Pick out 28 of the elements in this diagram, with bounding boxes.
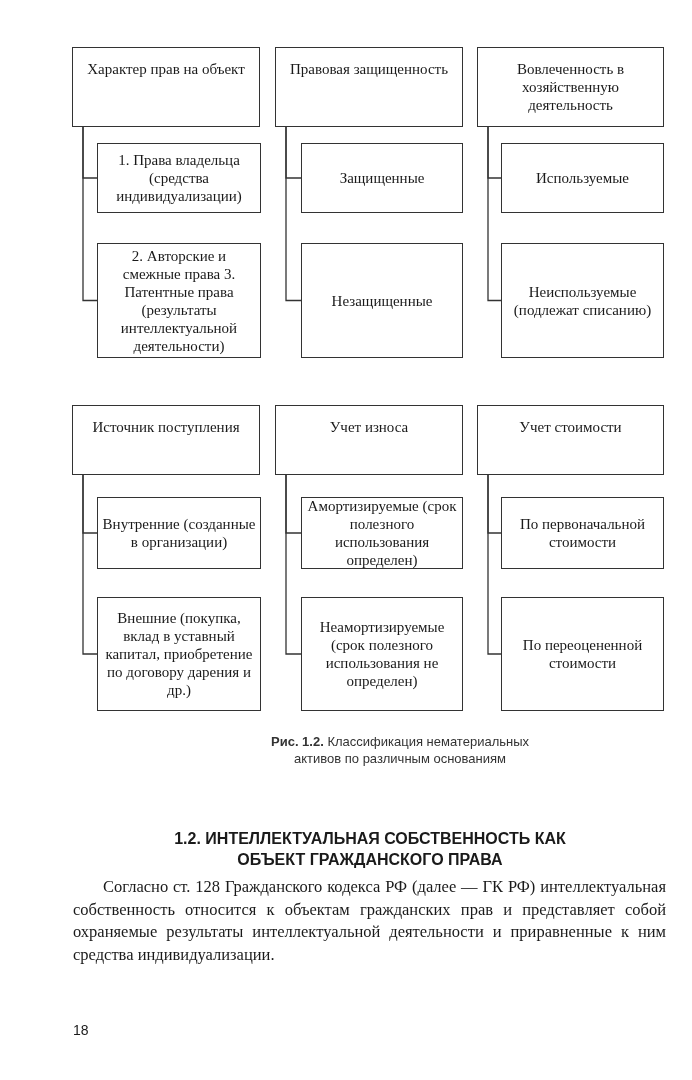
category-box: Источник поступления bbox=[72, 405, 260, 475]
subcategory-box: Внешние (покупка, вклад в уставный капитал, приобретение по договору дарения и др.) bbox=[97, 597, 261, 711]
section-heading: 1.2. ИНТЕЛЛЕКТУАЛЬНАЯ СОБСТВЕННОСТЬ КАК ОБЪЕКТ ГРАЖДАНСКОГО ПРАВА bbox=[173, 829, 567, 870]
subcategory-box: По переоцененной стоимости bbox=[501, 597, 664, 711]
figure-caption: Рис. 1.2. Классификация нематериальных активов по различным основаниям bbox=[270, 733, 530, 767]
connector-line bbox=[285, 126, 302, 302]
subcategory-box: По первоначальной стоимости bbox=[501, 497, 664, 569]
subcategory-box: Внутренние (созданные в организации) bbox=[97, 497, 261, 569]
category-box: Учет износа bbox=[275, 405, 463, 475]
connector-line bbox=[82, 126, 98, 302]
body-paragraph: Согласно ст. 128 Гражданского кодекса РФ (далее — ГК РФ) интеллектуальная собственность относится к объектам гражданских прав и представляет собой охраняемые результаты интеллектуальной деятельности и приравненные к ним средства индивидуализации. bbox=[73, 876, 666, 966]
category-box: Учет стоимости bbox=[477, 405, 664, 475]
subcategory-box: Неамортизируемые (срок полезного использования не определен) bbox=[301, 597, 463, 711]
page-number: 18 bbox=[73, 1021, 89, 1040]
category-box: Характер прав на объект bbox=[72, 47, 260, 127]
subcategory-box: Амортизируемые (срок полезного использования определен) bbox=[301, 497, 463, 569]
subcategory-box: Незащищенные bbox=[301, 243, 463, 358]
connector-line bbox=[82, 474, 98, 655]
subcategory-box: 1. Права владельца (средства индивидуализации) bbox=[97, 143, 261, 213]
subcategory-box: Неиспользуемые (подлежат списанию) bbox=[501, 243, 664, 358]
category-box: Правовая защищенность bbox=[275, 47, 463, 127]
category-box: Вовлеченность в хозяйственную деятельность bbox=[477, 47, 664, 127]
connector-line bbox=[285, 474, 302, 655]
subcategory-box: Используемые bbox=[501, 143, 664, 213]
connector-line bbox=[487, 126, 502, 302]
subcategory-box: 2. Авторские и смежные права 3. Патентные права (результаты интеллектуальной деятельности) bbox=[97, 243, 261, 358]
connector-line bbox=[487, 474, 502, 655]
subcategory-box: Защищенные bbox=[301, 143, 463, 213]
